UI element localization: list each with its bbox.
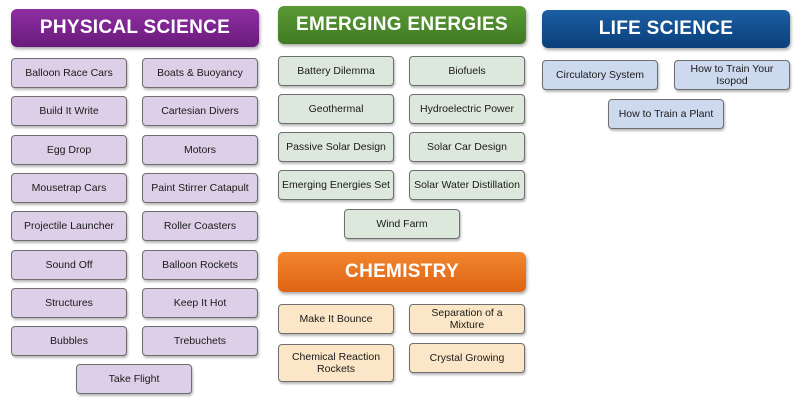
- physical-item[interactable]: Take Flight: [76, 364, 192, 394]
- emerging-item[interactable]: Geothermal: [278, 94, 394, 124]
- life-science-header: LIFE SCIENCE: [542, 10, 790, 48]
- emerging-energies-header: EMERGING ENERGIES: [278, 6, 526, 44]
- physical-item[interactable]: Balloon Rockets: [142, 250, 258, 280]
- physical-item[interactable]: Boats & Buoyancy: [142, 58, 258, 88]
- physical-item[interactable]: Cartesian Divers: [142, 96, 258, 126]
- chemistry-item[interactable]: Make It Bounce: [278, 304, 394, 334]
- emerging-item[interactable]: Wind Farm: [344, 209, 460, 239]
- physical-item[interactable]: Mousetrap Cars: [11, 173, 127, 203]
- physical-item[interactable]: Projectile Launcher: [11, 211, 127, 241]
- physical-science-header: PHYSICAL SCIENCE: [11, 9, 259, 47]
- emerging-item[interactable]: Biofuels: [409, 56, 525, 86]
- physical-item[interactable]: Motors: [142, 135, 258, 165]
- emerging-item[interactable]: Solar Water Distillation: [409, 170, 525, 200]
- chemistry-item[interactable]: Chemical Reaction Rockets: [278, 344, 394, 382]
- physical-item[interactable]: Paint Stirrer Catapult: [142, 173, 258, 203]
- physical-item[interactable]: Structures: [11, 288, 127, 318]
- physical-item[interactable]: Egg Drop: [11, 135, 127, 165]
- chemistry-item[interactable]: Crystal Growing: [409, 343, 525, 373]
- emerging-item[interactable]: Passive Solar Design: [278, 132, 394, 162]
- physical-item[interactable]: Sound Off: [11, 250, 127, 280]
- chemistry-header: CHEMISTRY: [278, 252, 526, 292]
- emerging-item[interactable]: Emerging Energies Set: [278, 170, 394, 200]
- life-item[interactable]: How to Train a Plant: [608, 99, 724, 129]
- emerging-item[interactable]: Hydroelectric Power: [409, 94, 525, 124]
- chemistry-item[interactable]: Separation of a Mixture: [409, 304, 525, 334]
- physical-item[interactable]: Trebuchets: [142, 326, 258, 356]
- physical-item[interactable]: Balloon Race Cars: [11, 58, 127, 88]
- physical-item[interactable]: Build It Write: [11, 96, 127, 126]
- physical-item[interactable]: Keep It Hot: [142, 288, 258, 318]
- life-item[interactable]: Circulatory System: [542, 60, 658, 90]
- physical-item[interactable]: Bubbles: [11, 326, 127, 356]
- life-item[interactable]: How to Train Your Isopod: [674, 60, 790, 90]
- physical-item[interactable]: Roller Coasters: [142, 211, 258, 241]
- emerging-item[interactable]: Battery Dilemma: [278, 56, 394, 86]
- emerging-item[interactable]: Solar Car Design: [409, 132, 525, 162]
